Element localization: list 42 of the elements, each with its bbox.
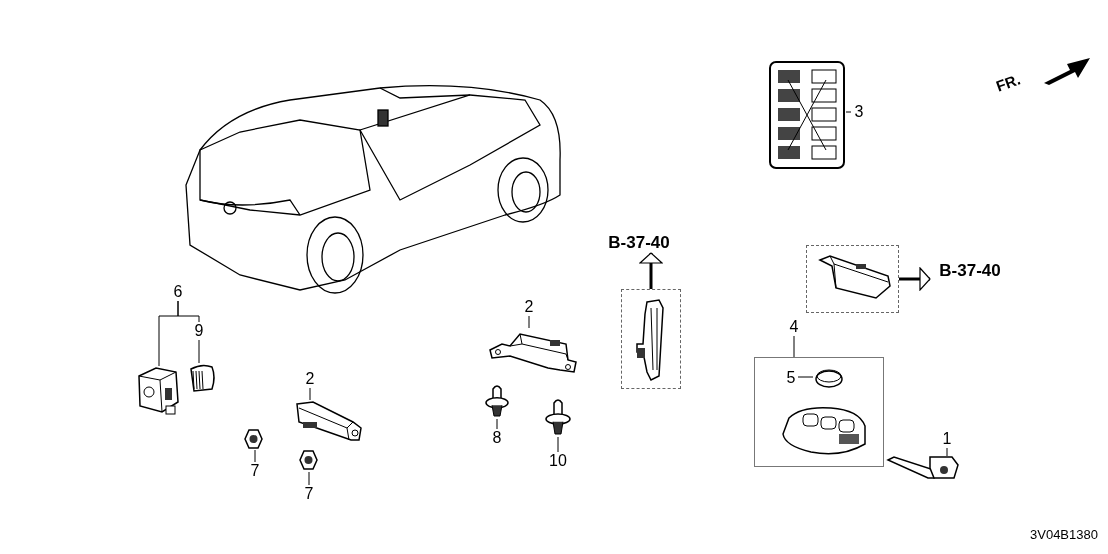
leader-line <box>177 300 200 323</box>
leader-line <box>793 335 795 358</box>
leader-line <box>309 387 311 401</box>
callout-number: 3 <box>851 103 867 121</box>
reference-arrow <box>899 267 931 291</box>
dashed-frame <box>621 289 681 389</box>
reference-arrow <box>639 252 663 289</box>
battery-drawing <box>814 367 844 389</box>
leader-line <box>845 111 852 113</box>
callout-number: 7 <box>247 462 263 480</box>
callout-number: 9 <box>191 322 207 340</box>
callout-number: 4 <box>786 318 802 336</box>
reference-label: B-37-40 <box>930 261 1010 281</box>
callout-number: 2 <box>302 370 318 388</box>
reference-label: B-37-40 <box>600 233 678 253</box>
control-unit-drawing <box>768 60 846 170</box>
clip-drawing <box>544 397 572 437</box>
kit-frame <box>754 357 884 467</box>
leader-line <box>496 418 498 430</box>
callout-number: 6 <box>170 283 186 301</box>
callout-number: 5 <box>783 369 799 387</box>
direction-label: FR. <box>993 70 1023 95</box>
key-fob-drawing <box>781 404 869 458</box>
callout-number: 2 <box>521 298 537 316</box>
key-blade-drawing <box>886 456 960 480</box>
dashed-frame <box>806 245 899 313</box>
callout-number: 1 <box>939 430 955 448</box>
callout-number: 7 <box>301 485 317 503</box>
callout-number: 8 <box>489 429 505 447</box>
nut-drawing <box>298 449 320 472</box>
cover-drawing <box>188 363 216 393</box>
leader-line <box>528 315 530 329</box>
nut-drawing <box>243 428 263 450</box>
callout-number: 10 <box>547 452 569 470</box>
leader-line <box>557 436 559 453</box>
leader-line <box>946 447 948 457</box>
leader-line <box>797 376 814 378</box>
leader-line <box>198 339 200 364</box>
clip-drawing <box>484 383 510 419</box>
drawing-code: 3V04B1380 <box>1030 527 1098 542</box>
leader-line <box>308 471 310 486</box>
leader-line <box>254 449 256 463</box>
